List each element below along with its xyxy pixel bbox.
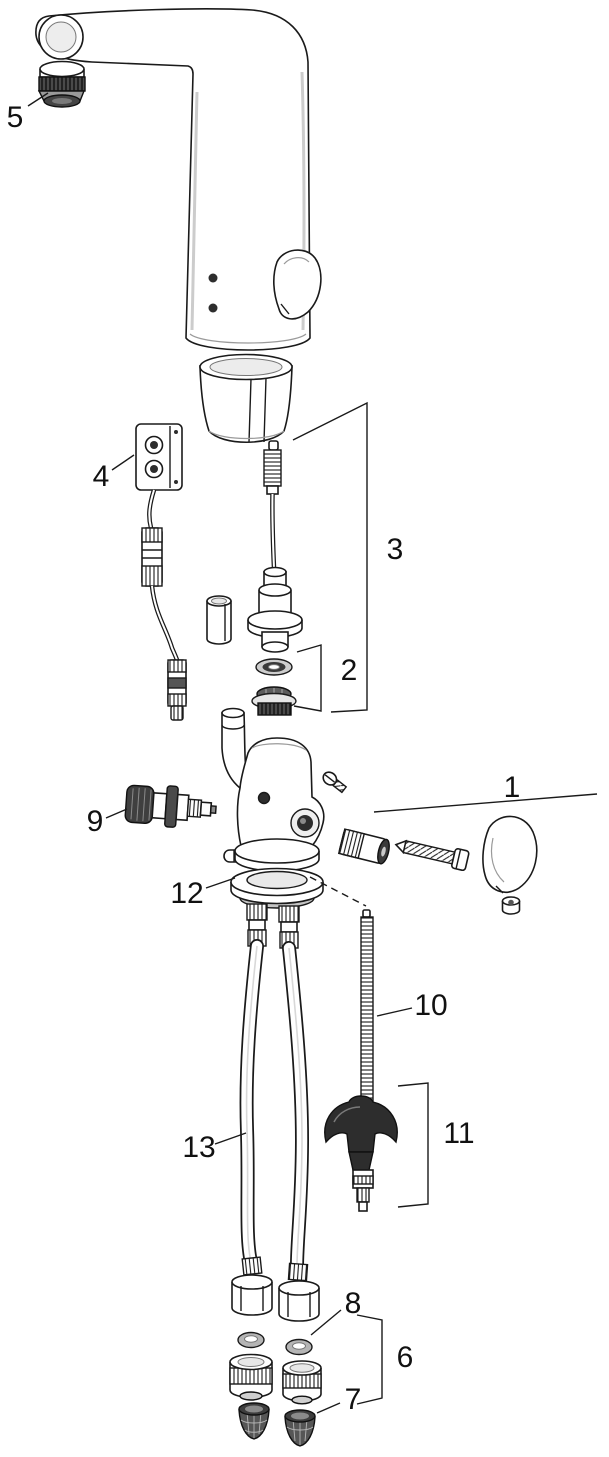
sensor-dot-bottom [208,303,218,313]
part-2-seal-and-strainer [251,658,297,716]
callout-lines [27,92,598,1414]
leader-line-9 [105,808,128,819]
leader-line-12 [205,877,236,889]
leader-line-13 [214,1132,247,1145]
leader-line-10 [376,1007,413,1017]
handle-set-screw [501,896,521,915]
part-label-4: 4 [93,460,110,493]
part-3-valve-assembly [247,440,303,653]
faucet-base-body [221,707,348,872]
faucet-lever [273,249,322,320]
leader-line-8 [310,1309,342,1336]
part-9-connector [124,784,217,828]
part-label-5: 5 [7,101,24,134]
leader-line-4 [111,454,135,471]
leader-line-7 [316,1402,341,1414]
retainer-clip [206,595,232,645]
part-label-10: 10 [414,989,447,1022]
part-labels: 5 4 3 2 9 1 12 10 11 13 8 6 7 [7,101,521,1416]
part-5-aerator [37,60,86,108]
part-label-7: 7 [345,1383,362,1416]
faucet-shroud [199,353,293,444]
bracket-2 [293,644,322,712]
part-label-3: 3 [387,533,404,566]
part-label-12: 12 [170,877,203,910]
sensor-dot-top [208,273,218,283]
part-label-13: 13 [182,1131,215,1164]
part-6-coupling-nuts [229,1353,322,1405]
handle-screw [394,839,470,872]
alignment-dashed-line [309,876,367,907]
part-label-2: 2 [341,654,358,687]
body-screw [322,771,348,794]
part-7-strainers [238,1402,316,1447]
faucet-spout-body [35,8,322,351]
part-label-11: 11 [443,1117,474,1150]
part-4-sensor-unit [135,423,187,721]
leader-line-5 [27,92,49,107]
part-13-supply-hoses [231,903,320,1322]
part-8-washers [237,1331,313,1356]
part-10-threaded-rod [360,909,374,1102]
handle-adapter [337,828,390,865]
bracket-6 [356,1314,383,1405]
handle-lever [482,815,538,894]
part-label-6: 6 [397,1341,414,1374]
part-12-base-flange [230,867,324,909]
bracket-3 [292,401,368,713]
part-11-mounting-nut [324,1095,398,1212]
part-label-8: 8 [345,1287,362,1320]
part-label-1: 1 [504,771,521,804]
part-label-9: 9 [87,805,104,838]
bracket-11 [397,1082,429,1208]
part-1-handle-kit [337,815,538,915]
leader-line-1 [373,793,598,813]
